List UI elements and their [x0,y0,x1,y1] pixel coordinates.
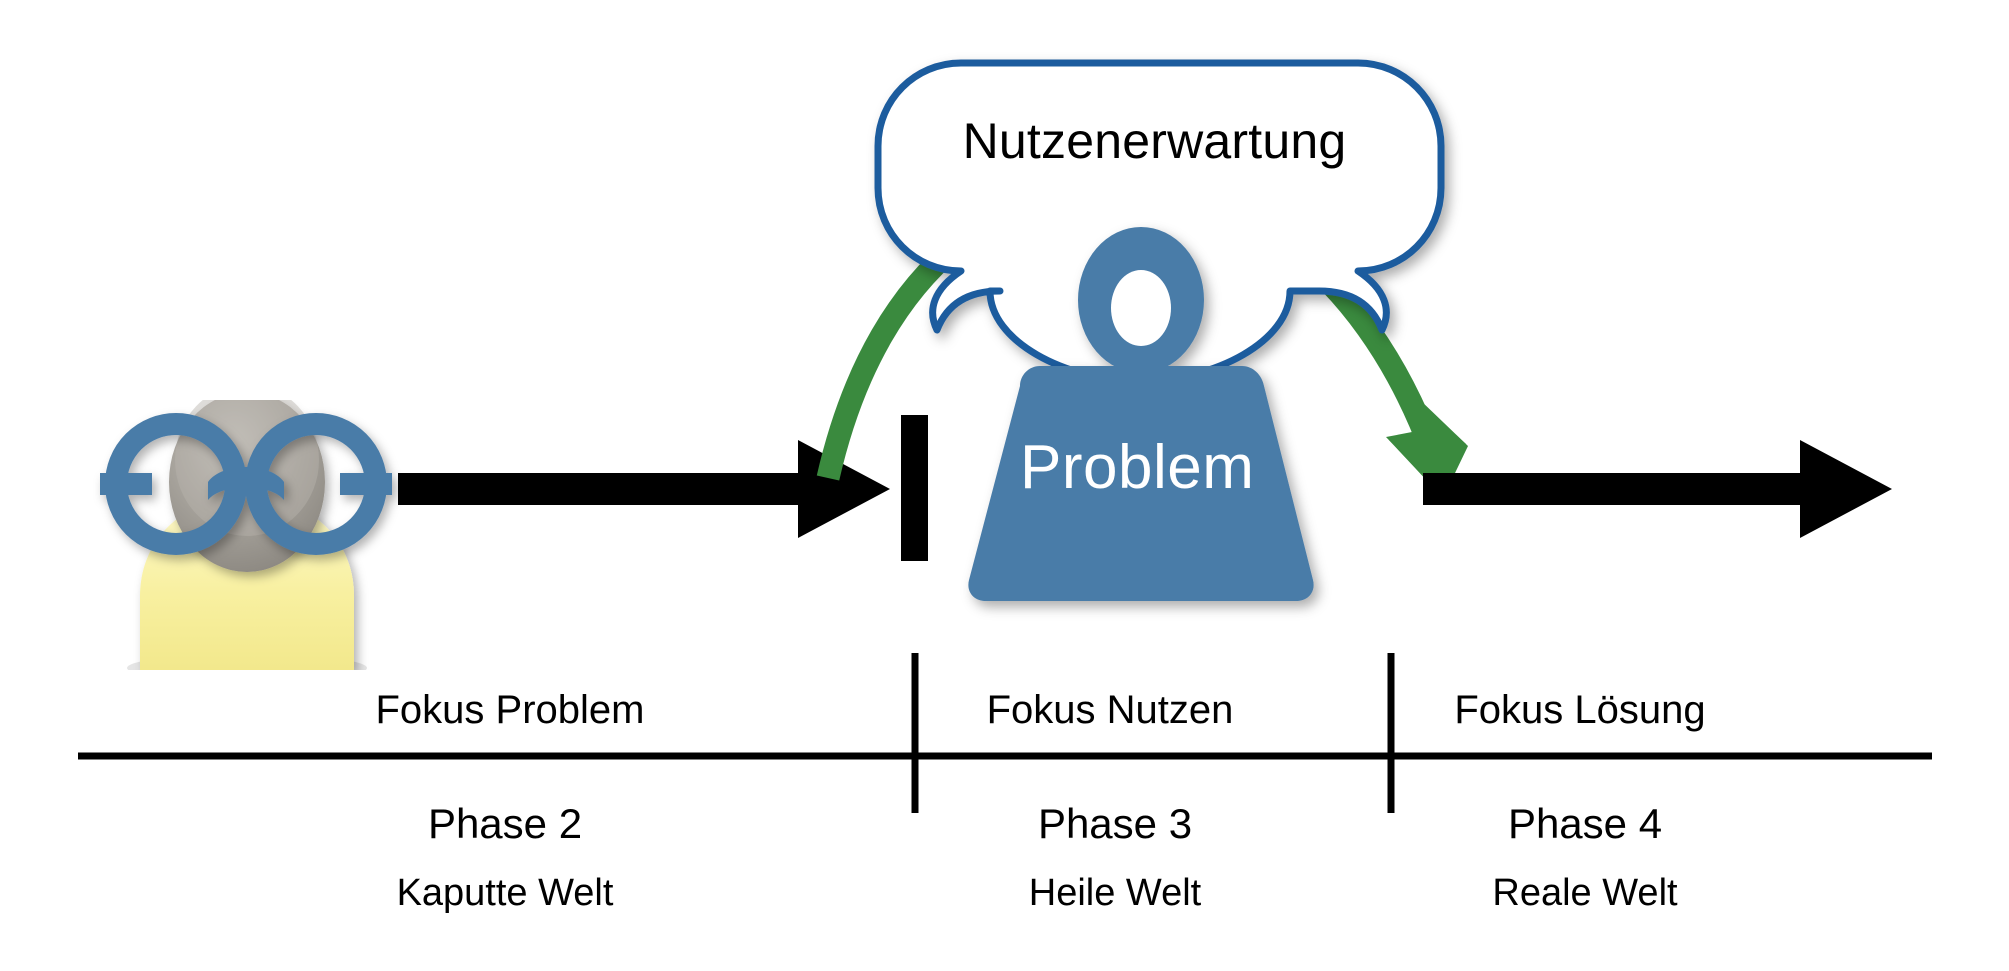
problem-weight-icon [968,227,1314,601]
focus-label-phase2: Fokus Problem [375,688,645,732]
arrow-phase4-icon [1423,440,1892,538]
world-label-reale-welt: Reale Welt [1492,872,1678,914]
vertical-black-bar [901,415,928,561]
world-label-kaputte-welt: Kaputte Welt [396,872,614,914]
phase-label-2: Phase 2 [427,800,583,847]
problem-weight-label: Problem [1020,433,1255,502]
focus-label-phase3: Fokus Nutzen [986,688,1234,732]
bubble-label: Nutzenerwartung [0,112,2009,170]
glasses-icon [100,413,392,555]
phase-label-3: Phase 3 [1037,800,1193,847]
focus-label-phase4: Fokus Lösung [1454,688,1706,732]
arrow-phase2-icon [398,440,890,538]
phase-label-4: Phase 4 [1507,800,1663,847]
bubble-label-text: Nutzenerwartung [962,113,1347,169]
world-label-heile-welt: Heile Welt [1028,872,1202,914]
